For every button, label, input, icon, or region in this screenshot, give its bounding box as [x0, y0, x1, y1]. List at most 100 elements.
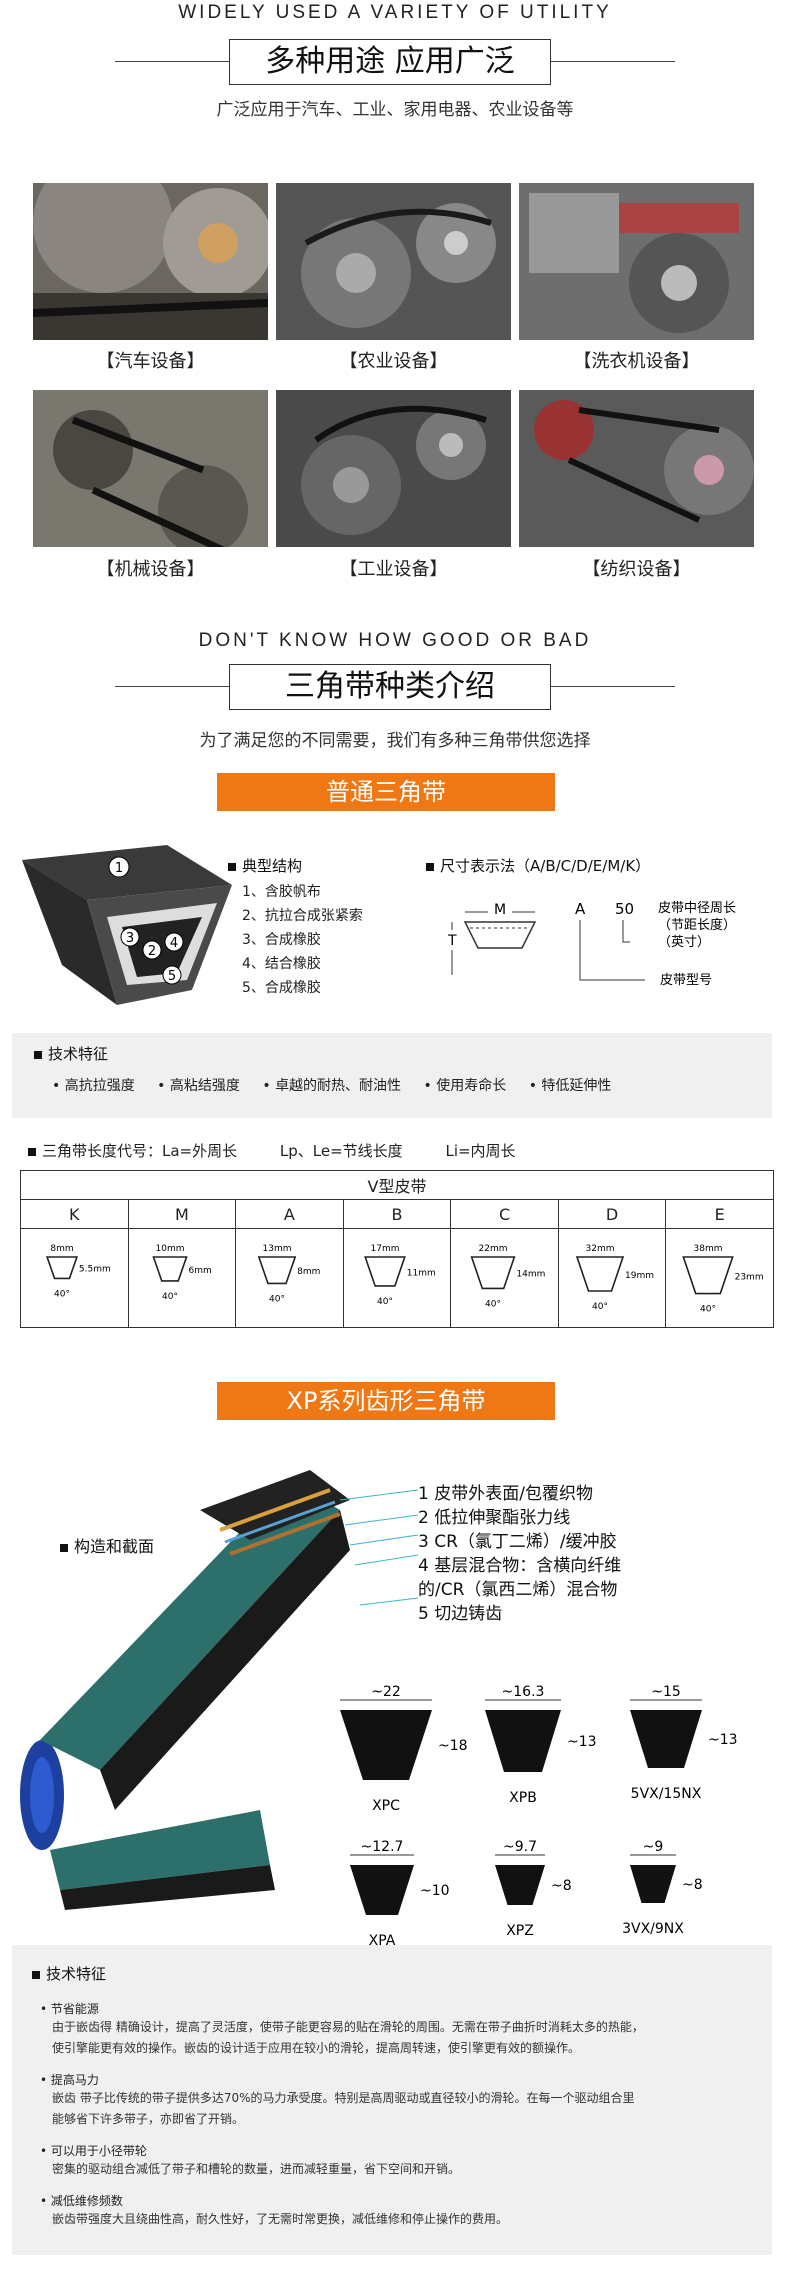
size-notation-title: 尺寸表示法（A/B/C/D/E/M/K） — [426, 855, 650, 876]
xp-profile-shape — [340, 1710, 432, 1780]
profile-height-label: 5.5mm — [79, 1265, 111, 1275]
belt-profile-shape — [364, 1256, 406, 1287]
feature-title: • 可以用于小径带轮 — [40, 2144, 147, 2158]
profile-width-label: 17mm — [370, 1244, 399, 1254]
caption-industrial: 【工业设备】 — [339, 559, 448, 580]
type-header-cell: K — [20, 1199, 129, 1229]
xp-width-label: ~15 — [651, 1684, 681, 1700]
size-50-label: 50 — [615, 900, 634, 918]
xp-profile-shape — [485, 1710, 561, 1772]
xp-tech-title: 技术特征 — [32, 1963, 106, 1984]
feature-desc: 密集的驱动组合减低了带子和槽轮的数量，进而减轻重量，省下空间和开销。 — [52, 2162, 461, 2176]
xp-profile-shape — [495, 1865, 545, 1905]
xp-height-label: ~13 — [708, 1732, 738, 1748]
normal-tech-box: 技术特征 • 高抗拉强度 • 高粘结强度 • 卓越的耐热、耐油性 • 使用寿命长… — [12, 1033, 772, 1118]
layer-item: 1 皮带外表面/包覆织物 — [418, 1484, 593, 1504]
length-code-line: 三角带长度代号：La=外周长 Lp、Le=节线长度 Li=内周长 — [28, 1140, 516, 1161]
tech-item: • 特低延伸性 — [528, 1078, 612, 1094]
profile-width-label: 38mm — [693, 1244, 722, 1254]
callout-5: 5 — [168, 969, 176, 984]
xp-tech-box: 技术特征 • 节省能源 由于嵌齿得 精确设计，提高了灵活度，使带子能更容易的贴在… — [12, 1945, 772, 2255]
profile-height-label: 23mm — [734, 1272, 763, 1282]
section2-english-heading: DON'T KNOW HOW GOOD OR BAD — [198, 630, 592, 651]
structure-item: 5、合成橡胶 — [242, 980, 321, 996]
xp-profile-shape — [630, 1865, 676, 1903]
size-note-inch: （英寸） — [658, 935, 710, 950]
size-note-model: 皮带型号 — [660, 973, 712, 988]
callout-4: 4 — [170, 936, 178, 951]
xp-height-label: ~8 — [682, 1877, 703, 1893]
type-figure-cell: 17mm 11mm 40° — [342, 1228, 452, 1328]
size-note-pitch: （节距长度） — [658, 917, 736, 933]
callout-1: 1 — [115, 861, 123, 876]
type-header-cell: M — [127, 1199, 237, 1229]
square-bullet-icon — [426, 862, 434, 871]
size-a-label: A — [575, 900, 586, 918]
profile-width-label: 10mm — [155, 1244, 184, 1254]
photo-washing-machine — [519, 183, 754, 340]
size-notation-diagram: M T A 50 皮带中径周长 （节距长度） （英寸） 皮带型号 — [447, 900, 736, 988]
section1-english-heading: WIDELY USED A VARIETY OF UTILITY — [178, 2, 612, 23]
profile-angle-label: 40° — [485, 1299, 501, 1309]
belt-profile-shape — [575, 1256, 625, 1292]
size-m-label: M — [494, 902, 506, 918]
xp-feature-list: • 节省能源 由于嵌齿得 精确设计，提高了灵活度，使带子能更容易的贴在滑轮的周围… — [40, 2000, 760, 2230]
feature-title: • 节省能源 — [40, 2002, 99, 2016]
tech-item: • 卓越的耐热、耐油性 — [262, 1078, 402, 1094]
feature-desc: 嵌齿带强度大且绕曲性高，耐久性好，了无需时常更换，减低维修和停止操作的费用。 — [52, 2212, 509, 2226]
belt-profile-shape — [470, 1256, 516, 1290]
xp-profile-name: 5VX/15NX — [631, 1786, 702, 1802]
xp-width-label: ~22 — [371, 1684, 401, 1700]
type-profile-drawing: 38mm 23mm 40° — [681, 1244, 763, 1315]
photo-textile — [519, 390, 754, 547]
layer-item: 3 CR（氯丁二烯）/缓冲胶 — [418, 1532, 617, 1552]
section1-subtitle: 广泛应用于汽车、工业、家用电器、农业设备等 — [216, 100, 574, 120]
feature-desc: 能够省下许多带子，亦即省了开销。 — [52, 2112, 245, 2126]
profile-width-label: 8mm — [51, 1244, 74, 1254]
belt-profile-shape — [681, 1256, 734, 1295]
xp-width-label: ~16.3 — [502, 1684, 545, 1700]
type-figure-cell: 38mm 23mm 40° — [665, 1228, 774, 1328]
xp-profile-drawing: ~15 ~13 5VX/15NX — [630, 1684, 738, 1802]
profile-angle-label: 40° — [269, 1294, 285, 1304]
profile-height-label: 14mm — [516, 1270, 545, 1280]
belt-profile-shape — [46, 1256, 79, 1280]
photo-automotive — [33, 183, 268, 340]
layer-item: 2 低拉伸聚酯张力线 — [418, 1508, 571, 1528]
tech-item: • 高粘结强度 — [157, 1078, 240, 1094]
photo-machinery — [33, 390, 268, 547]
square-bullet-icon — [228, 862, 236, 871]
section2-title: 三角带种类介绍 — [229, 664, 551, 710]
xp-width-label: ~9.7 — [503, 1839, 537, 1855]
profile-height-label: 19mm — [625, 1271, 654, 1281]
square-bullet-icon — [60, 1543, 68, 1552]
section1-title: 多种用途 应用广泛 — [229, 39, 551, 85]
feature-desc: 由于嵌齿得 精确设计，提高了灵活度，使带子能更容易的贴在滑轮的周围。无需在带子曲… — [52, 2020, 644, 2034]
feature-title: • 减低维修频数 — [40, 2194, 123, 2208]
profile-height-label: 11mm — [407, 1268, 436, 1278]
belt-profile-shape — [258, 1256, 297, 1285]
square-bullet-icon — [32, 1970, 40, 1979]
size-t-label: T — [447, 933, 457, 949]
profile-angle-label: 40° — [377, 1297, 393, 1307]
profile-height-label: 6mm — [188, 1266, 211, 1276]
xp-width-label: ~12.7 — [361, 1839, 404, 1855]
xp-height-label: ~8 — [551, 1878, 572, 1894]
profile-angle-label: 40° — [54, 1289, 70, 1299]
callout-3: 3 — [126, 931, 134, 946]
profile-angle-label: 40° — [700, 1305, 716, 1315]
xp-width-label: ~9 — [643, 1839, 664, 1855]
layer-item: 的/CR（氯西二烯）混合物 — [418, 1580, 618, 1600]
xp-banner: XP系列齿形三角带 — [217, 1382, 555, 1420]
type-header-cell: B — [342, 1199, 452, 1229]
feature-desc: 嵌齿 带子比传统的带子提供多达70%的马力承受度。特别是高周驱动或直径较小的滑轮… — [52, 2091, 635, 2105]
xp-profile-shape — [630, 1710, 702, 1768]
